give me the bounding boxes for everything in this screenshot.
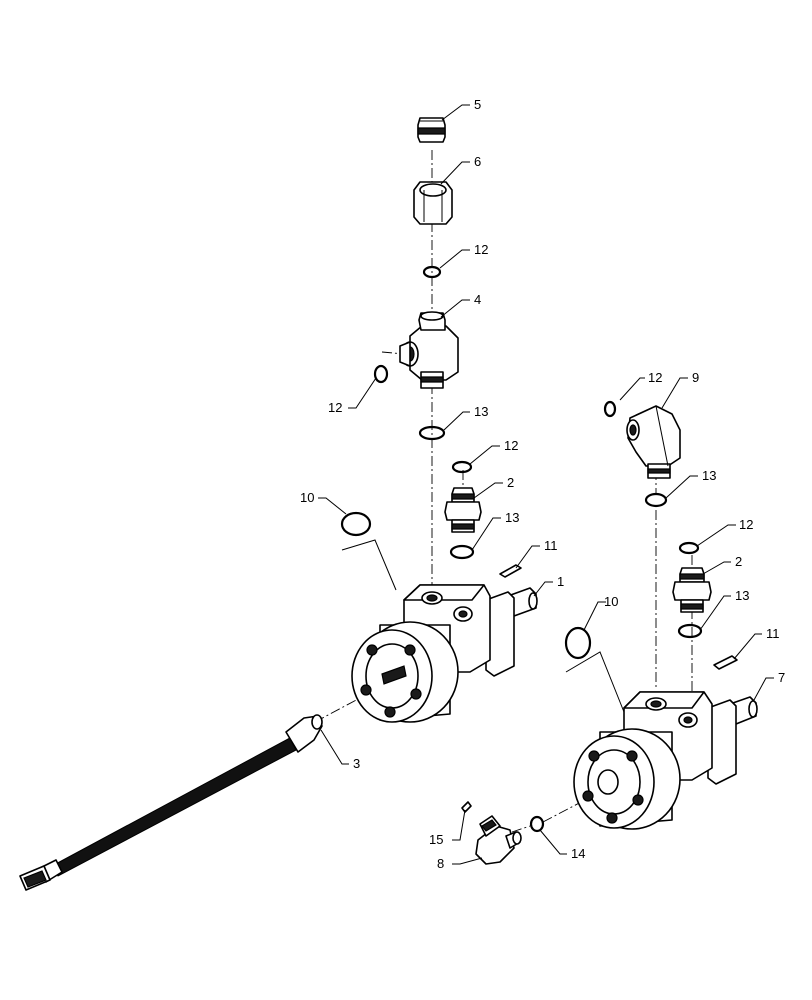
callout-4: 4 [474,292,481,307]
part-4-tee-fitting [399,311,459,389]
callout-13: 13 [505,510,519,525]
part-12-o-ring-right-upper [603,400,617,418]
part-13-o-ring-right-upper [644,492,668,508]
callout-2: 2 [735,554,742,569]
part-12-o-ring-left [373,364,389,384]
part-2-straight-fitting-right [672,567,712,613]
part-11-key-left [499,564,522,578]
part-3-hose-assembly [19,714,323,891]
part-13-o-ring-lower [449,544,475,560]
callout-labels: 5 6 12 4 12 13 12 2 13 10 11 1 12 9 13 1… [300,97,785,871]
callout-13: 13 [474,404,488,419]
callout-14: 14 [571,846,585,861]
callout-2: 2 [507,475,514,490]
callout-15: 15 [429,832,443,847]
part-12-o-ring-top [422,265,442,279]
part-10-large-o-ring-left [340,511,372,537]
part-15-pin [461,801,472,813]
part-13-o-ring-upper [418,425,446,441]
part-14-o-ring [529,815,545,833]
part-6-hex-nut [413,181,453,225]
callout-11: 11 [544,538,558,553]
part-8-angled-fitting [475,815,522,865]
part-9-elbow-fitting [626,405,681,479]
part-12-o-ring-right-lower [678,541,700,555]
part-7-hydraulic-motor [573,691,758,830]
part-1-hydraulic-motor [351,584,538,723]
part-13-o-ring-right-lower [677,623,703,639]
callout-9: 9 [692,370,699,385]
callout-12: 12 [648,370,662,385]
part-5-cap [417,117,446,143]
callout-11: 11 [766,626,780,641]
callout-13: 13 [702,468,716,483]
callout-12: 12 [739,517,753,532]
callout-13: 13 [735,588,749,603]
callout-6: 6 [474,154,481,169]
part-11-key-right [713,655,738,670]
callout-leader-lines [318,104,774,865]
callout-10: 10 [604,594,618,609]
callout-1: 1 [557,574,564,589]
callout-7: 7 [778,670,785,685]
callout-12: 12 [328,400,342,415]
callout-3: 3 [353,756,360,771]
callout-10: 10 [300,490,314,505]
part-12-o-ring-fitting [451,460,473,474]
part-10-large-o-ring-right [564,626,592,660]
callout-12: 12 [504,438,518,453]
part-2-straight-fitting-left [444,487,482,533]
callout-12: 12 [474,242,488,257]
callout-8: 8 [437,856,444,871]
callout-5: 5 [474,97,481,112]
